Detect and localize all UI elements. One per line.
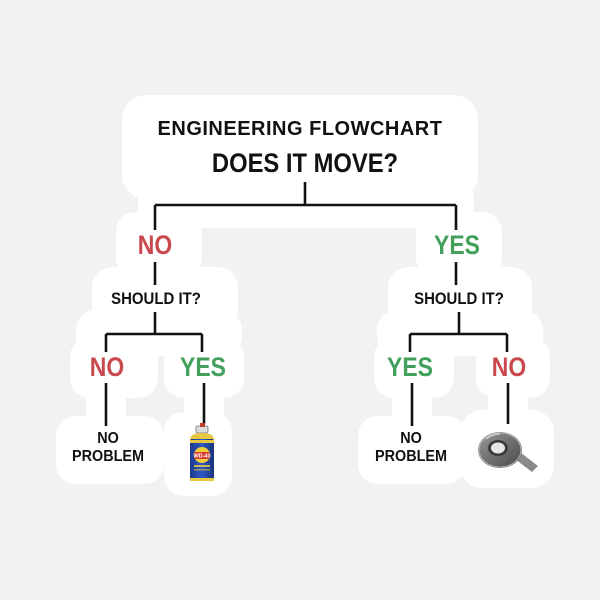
sticker-border <box>56 95 554 496</box>
left-no-problem-outcome: NO PROBLEM <box>68 430 149 466</box>
right-option-no-answer: NO <box>491 352 527 382</box>
right-no-problem-outcome: NO PROBLEM <box>371 430 452 466</box>
left-branch-question: SHOULD IT? <box>111 289 201 308</box>
duct-tape-roll-icon <box>478 432 538 472</box>
outcome-line-1: NO <box>97 430 119 447</box>
connector-lines <box>104 182 510 426</box>
flowchart-title: ENGINEERING FLOWCHART <box>157 118 443 140</box>
main-question: DOES IT MOVE? <box>211 148 399 178</box>
right-branch-question: SHOULD IT? <box>414 289 504 308</box>
outcome-line-1: NO <box>400 430 422 447</box>
outcome-line-2: PROBLEM <box>375 447 447 465</box>
right-branch-answer: YES <box>434 230 480 260</box>
left-option-yes-answer: YES <box>180 352 226 382</box>
outcome-line-2: PROBLEM <box>72 447 144 465</box>
left-branch-answer: NO <box>137 230 173 260</box>
right-option-yes-answer: YES <box>387 352 433 382</box>
left-option-no-answer: NO <box>89 352 125 382</box>
can-label-text: WD-40 <box>193 454 210 460</box>
wd40-spray-can-icon: WD-40 <box>190 423 214 481</box>
